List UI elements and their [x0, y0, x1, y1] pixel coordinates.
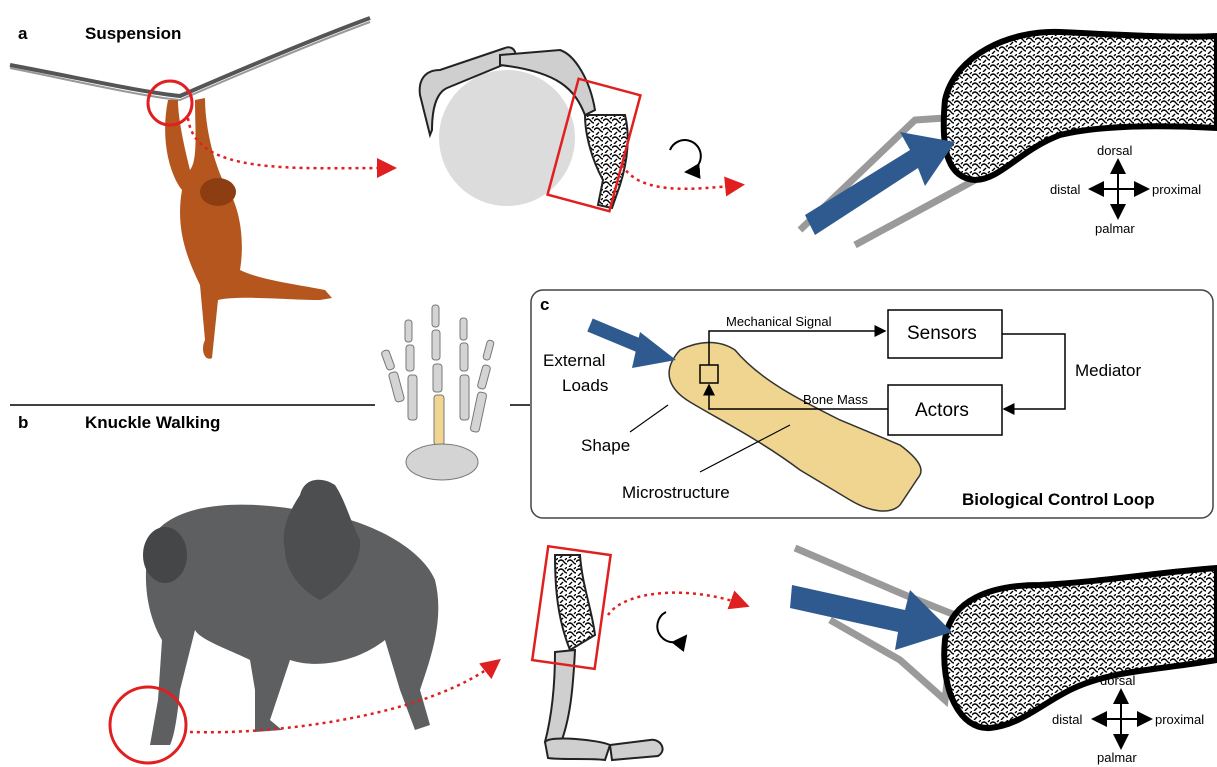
panel-a-title: Suspension: [85, 25, 181, 42]
hand-skeleton: [381, 305, 495, 480]
mediator-label: Mediator: [1075, 362, 1141, 379]
arrow-b-2: [608, 593, 745, 615]
orientation-bottom-distal: distal: [1052, 713, 1082, 726]
bone-section-bottom: [790, 548, 1217, 728]
arrow-a-1: [188, 118, 392, 168]
bone-mass-label: Bone Mass: [803, 393, 868, 406]
orientation-top-proximal: proximal: [1152, 183, 1201, 196]
orientation-bottom-proximal: proximal: [1155, 713, 1204, 726]
orangutan-photo: [10, 18, 370, 359]
gorilla-photo: [143, 480, 438, 745]
orientation-cross-top: [1090, 160, 1148, 218]
panel-a-letter: a: [18, 25, 27, 42]
orientation-bottom-palmar: palmar: [1097, 751, 1137, 764]
external-loads-label-1: External: [543, 352, 605, 369]
external-loads-label-2: Loads: [562, 377, 608, 394]
microstructure-label: Microstructure: [622, 484, 730, 501]
orientation-top-distal: distal: [1050, 183, 1080, 196]
panel-c-letter: c: [540, 296, 549, 313]
mediator-line: [1002, 334, 1065, 409]
bone-section-top: [800, 32, 1217, 245]
orientation-top-palmar: palmar: [1095, 222, 1135, 235]
finger-bones-suspension: [420, 47, 628, 208]
shape-label: Shape: [581, 437, 630, 454]
orangutan-body: [165, 98, 332, 359]
shape-pointer: [630, 405, 668, 432]
orientation-top-dorsal: dorsal: [1097, 144, 1132, 157]
arrow-a-2: [622, 165, 740, 189]
orientation-cross-bottom: [1093, 690, 1151, 748]
orientation-bottom-dorsal: dorsal: [1100, 674, 1135, 687]
mechanical-signal-label: Mechanical Signal: [726, 315, 832, 328]
control-loop-title: Biological Control Loop: [962, 491, 1155, 508]
rotation-icon-a: [670, 140, 701, 172]
panel-b-letter: b: [18, 414, 28, 431]
load-arrow-top: [805, 132, 955, 235]
finger-bones-knuckle: [545, 555, 663, 760]
rotation-icon-b: [657, 612, 686, 642]
actors-label: Actors: [915, 401, 969, 420]
sensors-label: Sensors: [907, 324, 977, 343]
arrow-b-1: [190, 662, 497, 732]
panel-b-title: Knuckle Walking: [85, 414, 220, 431]
